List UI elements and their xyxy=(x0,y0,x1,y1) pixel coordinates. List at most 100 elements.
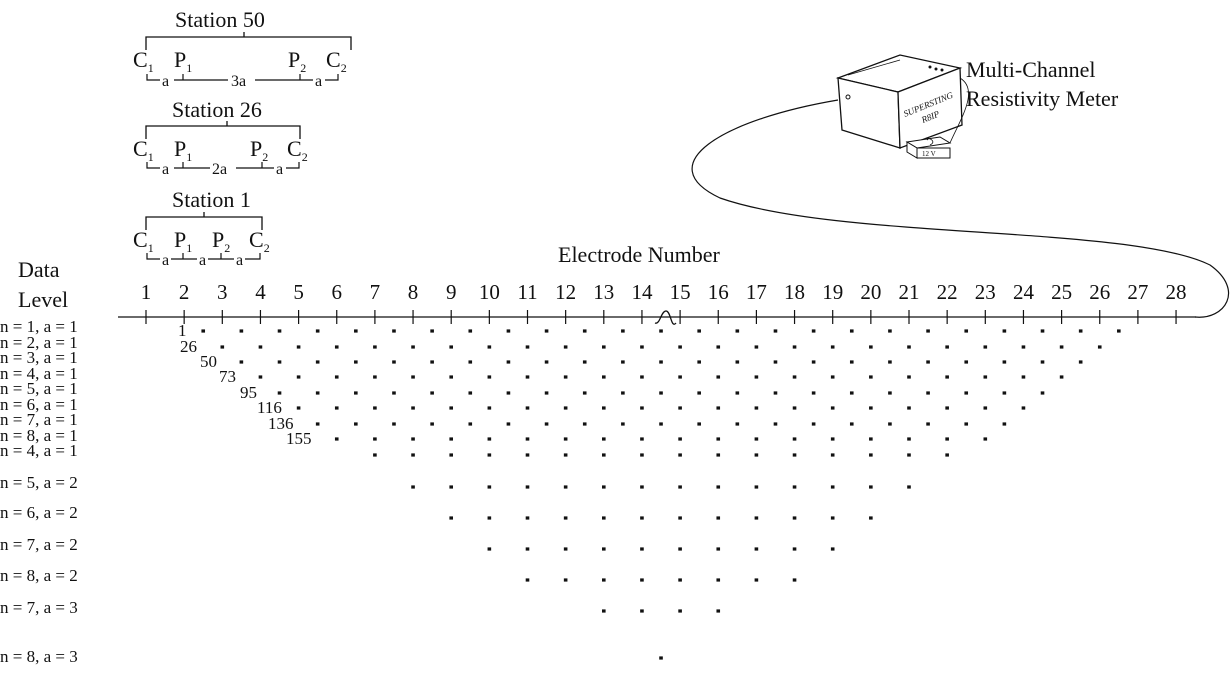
data-point xyxy=(449,437,453,441)
data-point xyxy=(1117,329,1121,333)
data-point xyxy=(869,516,873,520)
station-1-p2: P2 xyxy=(212,227,230,255)
data-point xyxy=(315,422,320,426)
data-point xyxy=(640,578,644,582)
data-point xyxy=(640,485,644,489)
data-point xyxy=(983,437,988,441)
data-point xyxy=(602,406,606,410)
data-point xyxy=(525,406,530,410)
data-point xyxy=(678,609,682,613)
data-point xyxy=(411,345,415,349)
data-point xyxy=(563,375,568,379)
data-point xyxy=(945,453,949,457)
station-50-a-left: a xyxy=(162,73,169,90)
data-point xyxy=(582,422,587,426)
data-point xyxy=(525,578,530,582)
data-level-label-8: n = 8, a = 1 xyxy=(0,426,78,445)
data-point xyxy=(716,578,721,582)
station-number-50: 50 xyxy=(200,352,217,371)
data-point xyxy=(430,360,434,364)
data-point xyxy=(983,375,988,379)
station-26-c2: C2 xyxy=(287,136,308,164)
data-point xyxy=(411,375,415,379)
data-point xyxy=(926,360,930,364)
station-1-title: Station 1 xyxy=(172,187,251,212)
data-point xyxy=(678,437,682,441)
station-number-1: 1 xyxy=(178,321,187,340)
data-point xyxy=(411,406,415,410)
electrode-number-12: 12 xyxy=(555,280,576,304)
station-26-array: Station 26 C1 P1 P2 C2 a 2a a xyxy=(133,97,308,178)
data-point xyxy=(678,345,682,349)
data-point xyxy=(964,360,969,364)
data-point xyxy=(563,516,568,520)
data-point xyxy=(754,345,759,349)
data-point xyxy=(487,406,492,410)
data-point xyxy=(869,345,873,349)
data-point xyxy=(640,609,644,613)
data-level-label-4: n = 4, a = 1 xyxy=(0,364,78,383)
data-point xyxy=(392,391,396,395)
data-point xyxy=(678,516,682,520)
data-point xyxy=(907,375,911,379)
data-point xyxy=(926,329,930,333)
data-level-label-10: n = 5, a = 2 xyxy=(0,473,78,492)
station-1-array: Station 1 C1 P1 P2 C2 a a a xyxy=(133,187,270,269)
station-50-title: Station 50 xyxy=(175,7,265,32)
data-point xyxy=(563,345,568,349)
data-point xyxy=(602,453,606,457)
data-point xyxy=(773,360,778,364)
electrode-number-18: 18 xyxy=(784,280,805,304)
data-point xyxy=(602,375,606,379)
data-point xyxy=(792,578,797,582)
data-point xyxy=(373,406,377,410)
data-point xyxy=(849,360,854,364)
data-point xyxy=(888,360,892,364)
data-point xyxy=(754,453,759,457)
station-26-title: Station 26 xyxy=(172,97,262,122)
electrode-number-3: 3 xyxy=(217,280,228,304)
data-point xyxy=(792,406,797,410)
station-number-95: 95 xyxy=(240,383,257,402)
data-point xyxy=(792,516,797,520)
data-point xyxy=(678,485,682,489)
data-point xyxy=(239,329,244,333)
electrode-number-28: 28 xyxy=(1166,280,1187,304)
data-point xyxy=(792,453,797,457)
data-point xyxy=(1021,345,1026,349)
data-point xyxy=(1021,406,1026,410)
data-point xyxy=(563,547,568,551)
data-point xyxy=(449,375,453,379)
data-point xyxy=(506,329,511,333)
data-point xyxy=(716,375,721,379)
data-point xyxy=(525,516,530,520)
data-point xyxy=(277,391,282,395)
station-26-p2: P2 xyxy=(250,136,268,164)
data-point xyxy=(1040,391,1045,395)
data-point xyxy=(888,391,892,395)
electrode-number-6: 6 xyxy=(332,280,343,304)
data-point xyxy=(563,578,568,582)
station-50-p2: P2 xyxy=(288,47,306,75)
station-50-a-right: a xyxy=(315,73,322,90)
data-point xyxy=(1040,360,1045,364)
station-1-p1: P1 xyxy=(174,227,192,255)
data-point xyxy=(563,437,568,441)
data-point xyxy=(1059,345,1064,349)
data-point xyxy=(792,345,797,349)
data-point xyxy=(830,516,835,520)
data-point xyxy=(563,485,568,489)
data-level-label-9: n = 4, a = 1 xyxy=(0,441,78,460)
data-level-label-11: n = 6, a = 2 xyxy=(0,503,78,522)
data-point xyxy=(315,329,320,333)
data-point xyxy=(983,406,988,410)
data-point xyxy=(334,375,339,379)
data-point xyxy=(640,437,644,441)
data-point xyxy=(830,345,835,349)
data-point xyxy=(354,391,358,395)
data-point xyxy=(830,547,835,551)
electrode-number-4: 4 xyxy=(255,280,266,304)
station-26-a-left: a xyxy=(162,161,169,178)
data-point xyxy=(830,437,835,441)
